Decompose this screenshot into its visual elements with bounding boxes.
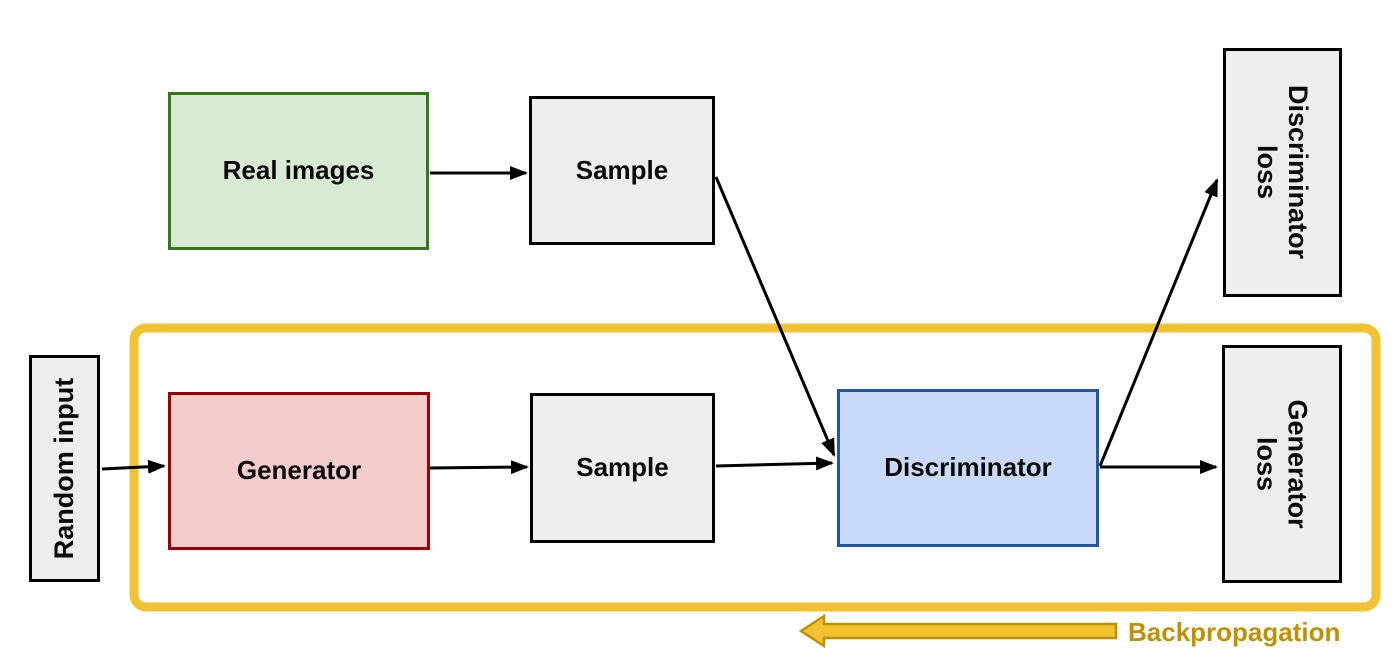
node-sample-bottom-label: Sample: [576, 452, 669, 483]
node-sample-top: Sample: [529, 96, 715, 245]
node-generator-loss-line1: Generator: [1283, 399, 1314, 529]
arrow-random-input-to-generator: [101, 459, 166, 474]
node-discriminator-loss-line1: Discriminator: [1283, 85, 1314, 260]
node-sample-top-label: Sample: [575, 154, 669, 185]
node-generator-label: Generator: [236, 455, 362, 486]
node-generator-loss-line2: loss: [1252, 436, 1283, 492]
arrow-discriminator-to-discriminator-loss: [1098, 178, 1219, 467]
node-discriminator-loss-line2: loss: [1252, 145, 1283, 200]
backprop-label: Backpropagation: [1128, 617, 1341, 647]
node-discriminator-loss-label: Discriminator loss: [1251, 85, 1314, 260]
node-generator-loss: Generator loss: [1222, 345, 1342, 583]
arrow-sample-to-discriminator-diagonal: [714, 176, 836, 457]
node-random-input: Random input: [29, 355, 100, 582]
node-discriminator: Discriminator: [837, 389, 1099, 547]
node-generator: Generator: [168, 392, 430, 550]
node-real-images: Real images: [168, 92, 429, 250]
node-real-images-label: Real images: [222, 155, 375, 186]
node-discriminator-label: Discriminator: [884, 452, 1052, 483]
arrow-generator-to-sample: [429, 460, 529, 475]
backprop-arrow: [798, 613, 1118, 649]
arrow-sample-to-discriminator: [715, 456, 834, 471]
node-random-input-label: Random input: [48, 377, 79, 560]
node-discriminator-loss: Discriminator loss: [1223, 48, 1342, 297]
node-generator-loss-label: Generator loss: [1251, 399, 1313, 528]
node-sample-bottom: Sample: [530, 393, 715, 543]
